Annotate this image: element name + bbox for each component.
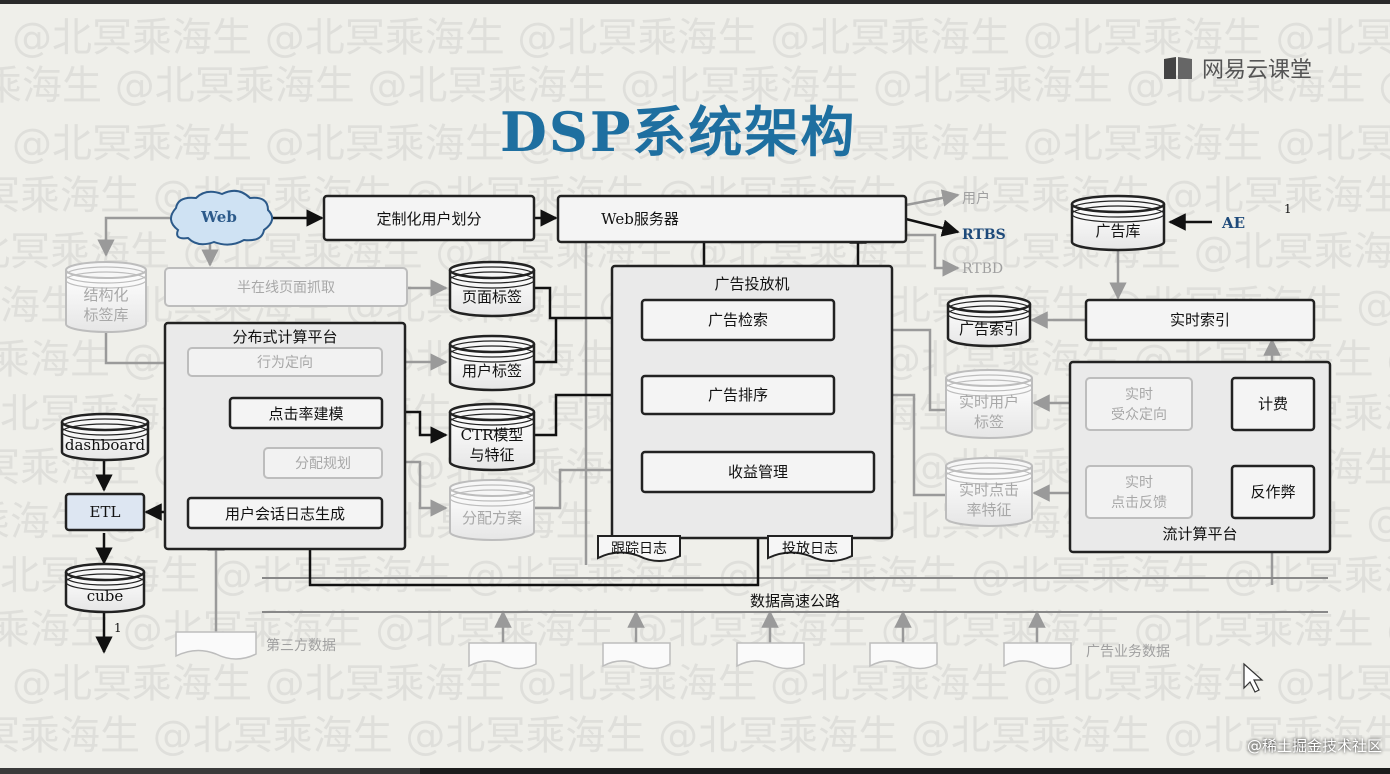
- data-source-doc: [468, 642, 537, 670]
- dashboard-db-label: dashboard: [65, 436, 146, 454]
- user-tag-db-label: 用户标签: [462, 362, 522, 380]
- data-source-doc: [175, 631, 257, 660]
- ctr-modeling-box[interactable]: [228, 396, 384, 430]
- track-log-label: 跟踪日志: [611, 541, 667, 557]
- custom-user-division-box[interactable]: [322, 194, 536, 242]
- rt-audience-box[interactable]: [1085, 377, 1193, 431]
- delivery-log-label: 投放日志: [782, 541, 838, 557]
- realtime-index-box[interactable]: [1084, 298, 1316, 342]
- structured-tag-db-label: 标签库: [83, 306, 128, 324]
- ad-library-db-label: 广告库: [1095, 222, 1140, 240]
- rtbs-label: RTBS: [962, 227, 1006, 243]
- ae-number-label: 1: [1284, 202, 1292, 216]
- user-endpoint-label: 用户: [962, 190, 990, 207]
- data-source-doc: [869, 642, 938, 670]
- page-tag-db-label: 页面标签: [462, 288, 522, 306]
- data-highway-label: 数据高速公路: [750, 592, 840, 610]
- progress-fill: [0, 768, 420, 774]
- stream-platform-label: 流计算平台: [1162, 525, 1237, 543]
- realtime-index-label: 实时索引: [1170, 311, 1230, 329]
- mouse-cursor-icon: [1243, 662, 1264, 693]
- book-icon: [1164, 57, 1192, 79]
- video-progress-bar[interactable]: [0, 768, 1390, 774]
- third-party-data-label: 第三方数据: [266, 637, 336, 654]
- semi-online-crawl-label: 半在线页面抓取: [237, 280, 335, 296]
- behavior-targeting-label: 行为定向: [257, 355, 313, 371]
- brand-text: 网易云课堂: [1202, 58, 1313, 83]
- rtbd-label: RTBD: [962, 261, 1003, 277]
- session-log-box[interactable]: [186, 496, 384, 530]
- allocation-db[interactable]: 分配方案: [449, 479, 535, 541]
- ae-label: AE: [1221, 214, 1245, 232]
- window-frame-top: [0, 0, 1390, 4]
- data-source-doc: [1003, 642, 1072, 670]
- web-server-label: Web服务器: [601, 210, 679, 228]
- page-tag-db[interactable]: 页面标签: [448, 260, 536, 318]
- ad-retrieval-box[interactable]: [640, 298, 836, 342]
- etl-box[interactable]: [64, 492, 146, 532]
- brand-logo: 网易云课堂: [1162, 52, 1312, 84]
- user-tag-db[interactable]: 用户标签: [448, 334, 536, 392]
- ctr-modeling-label: 点击率建模: [268, 405, 343, 423]
- data-highway: [262, 577, 1328, 613]
- cube-db[interactable]: cube: [64, 562, 146, 614]
- semi-online-crawl-box[interactable]: [164, 267, 408, 307]
- distributed-platform-label: 分布式计算平台: [232, 328, 337, 346]
- rt-feedback-label-2: 点击反馈: [1111, 495, 1167, 511]
- delivery-log-doc[interactable]: 投放日志: [767, 535, 853, 562]
- ad-index-db[interactable]: 广告索引: [946, 294, 1032, 348]
- web-label: Web: [200, 208, 237, 226]
- data-source-doc: [736, 642, 805, 670]
- rt-feedback-box[interactable]: [1085, 465, 1193, 519]
- data-source-doc: [602, 642, 671, 670]
- allocation-db-label: 分配方案: [462, 509, 522, 527]
- ad-retrieval-label: 广告检索: [708, 311, 768, 329]
- allocation-planning-label: 分配规划: [295, 456, 351, 472]
- billing-box[interactable]: [1230, 376, 1316, 432]
- page-title: DSP系统架构: [500, 100, 857, 164]
- allocation-planning-box[interactable]: [263, 447, 383, 479]
- cube-number-label: 1: [114, 621, 122, 635]
- rt-user-tag-db-label: 实时用户: [959, 393, 1019, 411]
- distributed-platform-container: [163, 321, 407, 551]
- rt-click-feature-db-label: 率特征: [966, 501, 1011, 519]
- etl-label: ETL: [90, 503, 121, 521]
- web-server-box[interactable]: [556, 194, 908, 244]
- cube-db-label: cube: [87, 587, 124, 605]
- ad-server-label: 广告投放机: [714, 275, 789, 293]
- rt-feedback-label-1: 实时: [1125, 475, 1153, 491]
- custom-user-division-label: 定制化用户划分: [376, 210, 481, 228]
- ad-rank-label: 广告排序: [708, 386, 768, 404]
- track-log-doc[interactable]: 跟踪日志: [597, 535, 681, 562]
- anti-fraud-box[interactable]: [1230, 464, 1316, 520]
- ctr-model-db-label: CTR模型: [461, 426, 524, 444]
- ad-library-db[interactable]: 广告库: [1070, 194, 1166, 252]
- ad-index-db-label: 广告索引: [959, 320, 1019, 338]
- rt-audience-label-1: 实时: [1125, 387, 1153, 403]
- ad-rank-box[interactable]: [640, 374, 836, 416]
- ctr-model-db-label: 与特征: [469, 446, 514, 464]
- revenue-management-box[interactable]: [640, 450, 876, 494]
- billing-label: 计费: [1258, 395, 1288, 413]
- ad-business-data-label: 广告业务数据: [1086, 644, 1170, 660]
- revenue-management-label: 收益管理: [728, 463, 788, 481]
- web-cloud[interactable]: Web: [170, 189, 274, 246]
- structured-tag-db-label: 结构化: [83, 286, 128, 304]
- rt-click-feature-db-label: 实时点击: [959, 481, 1019, 499]
- credit-watermark: @稀土掘金技术社区: [1246, 737, 1382, 755]
- dashboard-db[interactable]: dashboard: [60, 412, 150, 462]
- anti-fraud-label: 反作弊: [1250, 483, 1295, 501]
- behavior-targeting-box[interactable]: [187, 347, 383, 377]
- rt-audience-label-2: 受众定向: [1111, 407, 1167, 423]
- session-log-label: 用户会话日志生成: [225, 505, 345, 523]
- rt-user-tag-db-label: 标签: [974, 413, 1004, 431]
